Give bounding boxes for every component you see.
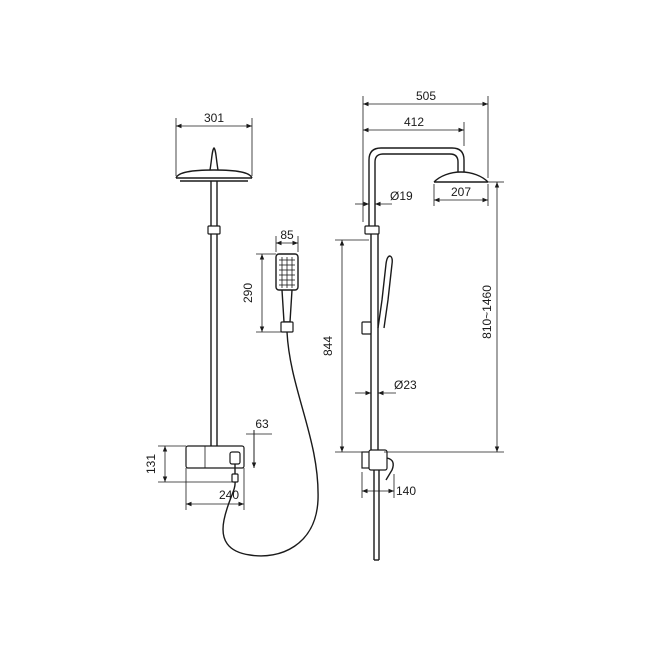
dim-412: 412	[363, 115, 465, 146]
dim-131: 131	[144, 445, 232, 483]
shower-hose	[222, 331, 319, 557]
dim-label-412: 412	[404, 115, 424, 129]
dim-diameter-23: Ø23	[355, 378, 417, 396]
dim-63: 63	[246, 417, 272, 468]
front-valve-body	[185, 445, 245, 483]
side-view	[361, 147, 489, 561]
dim-844: 844	[321, 239, 369, 453]
front-riser-clamp	[207, 225, 221, 235]
dim-301: 301	[175, 111, 253, 176]
dim-label-diameter-19: Ø19	[390, 189, 413, 203]
dim-85: 85	[275, 228, 299, 252]
side-valve-body	[361, 449, 394, 481]
dim-label-290: 290	[241, 283, 255, 303]
dim-label-844: 844	[321, 336, 335, 356]
dim-label-240: 240	[219, 488, 239, 502]
front-riser-pipe	[210, 234, 218, 446]
dim-290: 290	[241, 253, 281, 333]
dim-label-131: 131	[144, 454, 158, 474]
dim-label-207: 207	[451, 185, 471, 199]
dim-diameter-19: Ø19	[355, 189, 413, 207]
side-overhead-shower-head	[433, 171, 489, 183]
side-riser-and-arm	[368, 147, 465, 226]
dim-505: 505	[362, 89, 489, 222]
dim-140: 140	[361, 472, 416, 498]
dim-label-810-1460: 810~1460	[480, 285, 494, 339]
hand-shower-nozzle-grid	[279, 257, 295, 288]
dim-label-diameter-23: Ø23	[394, 378, 417, 392]
dim-label-140: 140	[396, 484, 416, 498]
side-riser-clamp	[364, 225, 380, 235]
side-lower-pipe	[370, 234, 379, 452]
dim-label-85: 85	[280, 228, 294, 242]
dim-label-63: 63	[255, 417, 269, 431]
dim-label-301: 301	[204, 111, 224, 125]
side-slider-bracket	[361, 321, 372, 335]
dim-810-1460: 810~1460	[384, 181, 504, 453]
front-view	[175, 147, 319, 557]
side-hand-shower	[377, 255, 393, 329]
front-overhead-shower-head	[175, 147, 253, 228]
dim-207: 207	[433, 184, 489, 206]
dim-label-505: 505	[416, 89, 436, 103]
side-outlet-pipe	[373, 470, 380, 561]
front-hand-shower	[275, 253, 299, 333]
dim-240: 240	[185, 468, 245, 510]
